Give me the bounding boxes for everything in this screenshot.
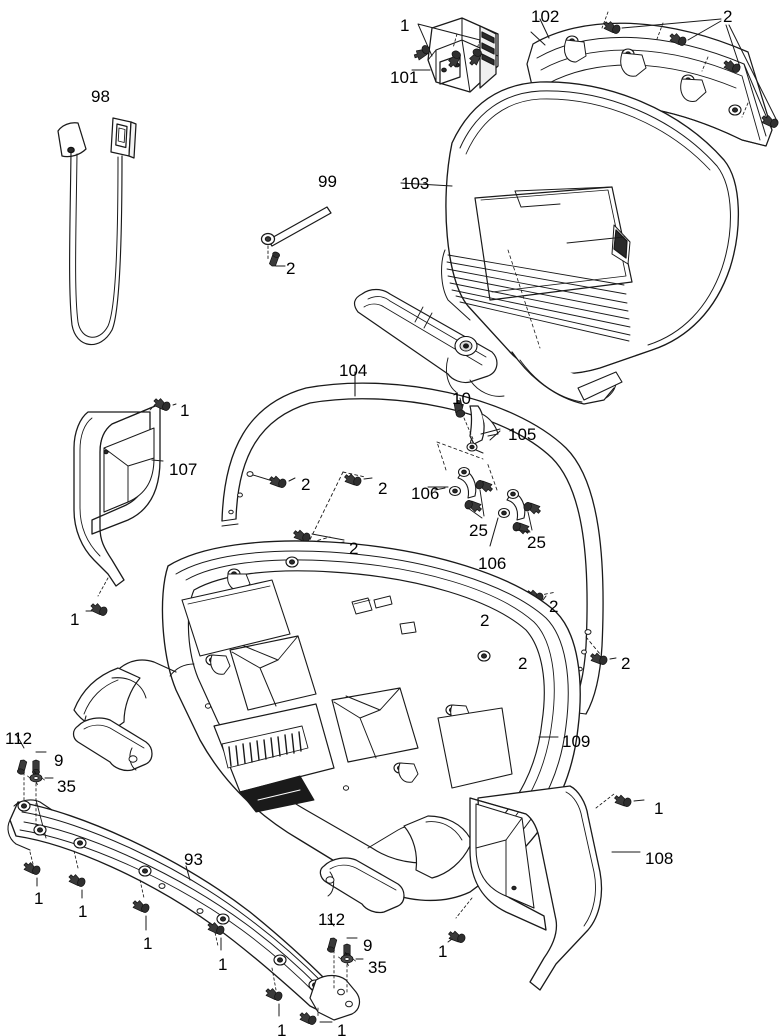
part-98-safety-key-tether: [57, 117, 137, 346]
callout-101: 101: [390, 68, 419, 87]
part-107-left-end-cap: [73, 395, 177, 618]
callout-112: 112: [5, 729, 33, 748]
part-109-console-base-shroud: [72, 540, 581, 914]
callout-2: 2: [621, 654, 631, 673]
callout-35: 35: [368, 958, 387, 977]
callout-25: 25: [527, 533, 546, 552]
callout-105: 105: [508, 425, 537, 444]
callout-1: 1: [180, 401, 190, 420]
callout-9: 9: [363, 936, 373, 955]
callout-1: 1: [400, 16, 410, 35]
callout-2: 2: [349, 539, 359, 558]
part-108-right-end-cap: [446, 785, 645, 991]
callout-1: 1: [78, 902, 88, 921]
callout-103: 103: [401, 174, 430, 193]
callout-1: 1: [277, 1021, 287, 1036]
callout-98: 98: [91, 87, 110, 106]
part-93-front-base-rail: [7, 733, 364, 1027]
callout-93: 93: [184, 850, 203, 869]
callout-109: 109: [562, 732, 591, 751]
callout-2: 2: [286, 259, 296, 278]
part-106-pivot-links: [427, 441, 543, 547]
callout-108: 108: [645, 849, 674, 868]
callout-2: 2: [480, 611, 490, 630]
callout-1: 1: [438, 942, 448, 961]
callout-2: 2: [378, 479, 388, 498]
callout-1: 1: [143, 934, 153, 953]
part-103-console-housing: [353, 81, 740, 405]
callout-104: 104: [339, 361, 368, 380]
callout-9: 9: [54, 751, 64, 770]
callout-99: 99: [318, 172, 337, 191]
callout-1: 1: [34, 889, 44, 908]
callout-102: 102: [531, 7, 560, 26]
callout-112: 112: [318, 910, 346, 929]
callout-2: 2: [518, 654, 528, 673]
callout-106: 106: [411, 484, 440, 503]
part-99-wire-rod: [260, 206, 332, 268]
callout-2: 2: [301, 475, 311, 494]
callout-2: 2: [549, 597, 559, 616]
callout-25: 25: [469, 521, 488, 540]
callout-1: 1: [70, 610, 80, 629]
callout-107: 107: [169, 460, 198, 479]
callout-1: 1: [654, 799, 664, 818]
callout-2: 2: [723, 7, 733, 26]
callout-1: 1: [337, 1021, 347, 1036]
callout-10: 10: [452, 389, 471, 408]
callout-35: 35: [57, 777, 76, 796]
part-105-cable-clip: [453, 397, 501, 454]
callout-106: 106: [478, 554, 507, 573]
callout-1: 1: [218, 955, 228, 974]
part-101-console-bracket: [411, 17, 499, 93]
